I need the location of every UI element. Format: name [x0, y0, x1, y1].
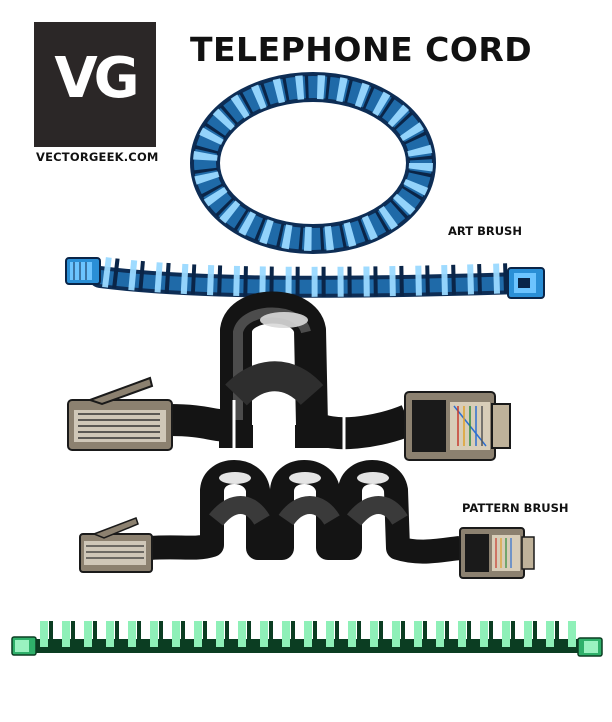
black-plug-right — [404, 391, 511, 461]
page-title: TELEPHONE CORD — [190, 30, 533, 69]
vectorgeek-logo: VG — [34, 22, 156, 147]
blue-coiled-cord — [65, 257, 545, 299]
black-cord-medium — [79, 460, 535, 579]
pattern-brush-label: PATTERN BRUSH — [462, 501, 569, 515]
black-cord-large — [67, 291, 511, 461]
logo-site-name: VECTORGEEK.COM — [36, 150, 159, 164]
green-coiled-cord — [11, 621, 603, 657]
art-brush-label: ART BRUSH — [448, 224, 522, 238]
green-plug-left — [11, 636, 37, 656]
black-plug-left — [67, 376, 173, 451]
logo-mark: VG — [54, 46, 139, 111]
blue-coiled-loop — [190, 72, 436, 254]
black-plug-right-small — [459, 527, 535, 579]
blue-plug-left — [65, 257, 101, 285]
blue-plug-right — [507, 267, 545, 299]
black-plug-left-small — [79, 517, 153, 573]
green-plug-right — [577, 637, 603, 657]
